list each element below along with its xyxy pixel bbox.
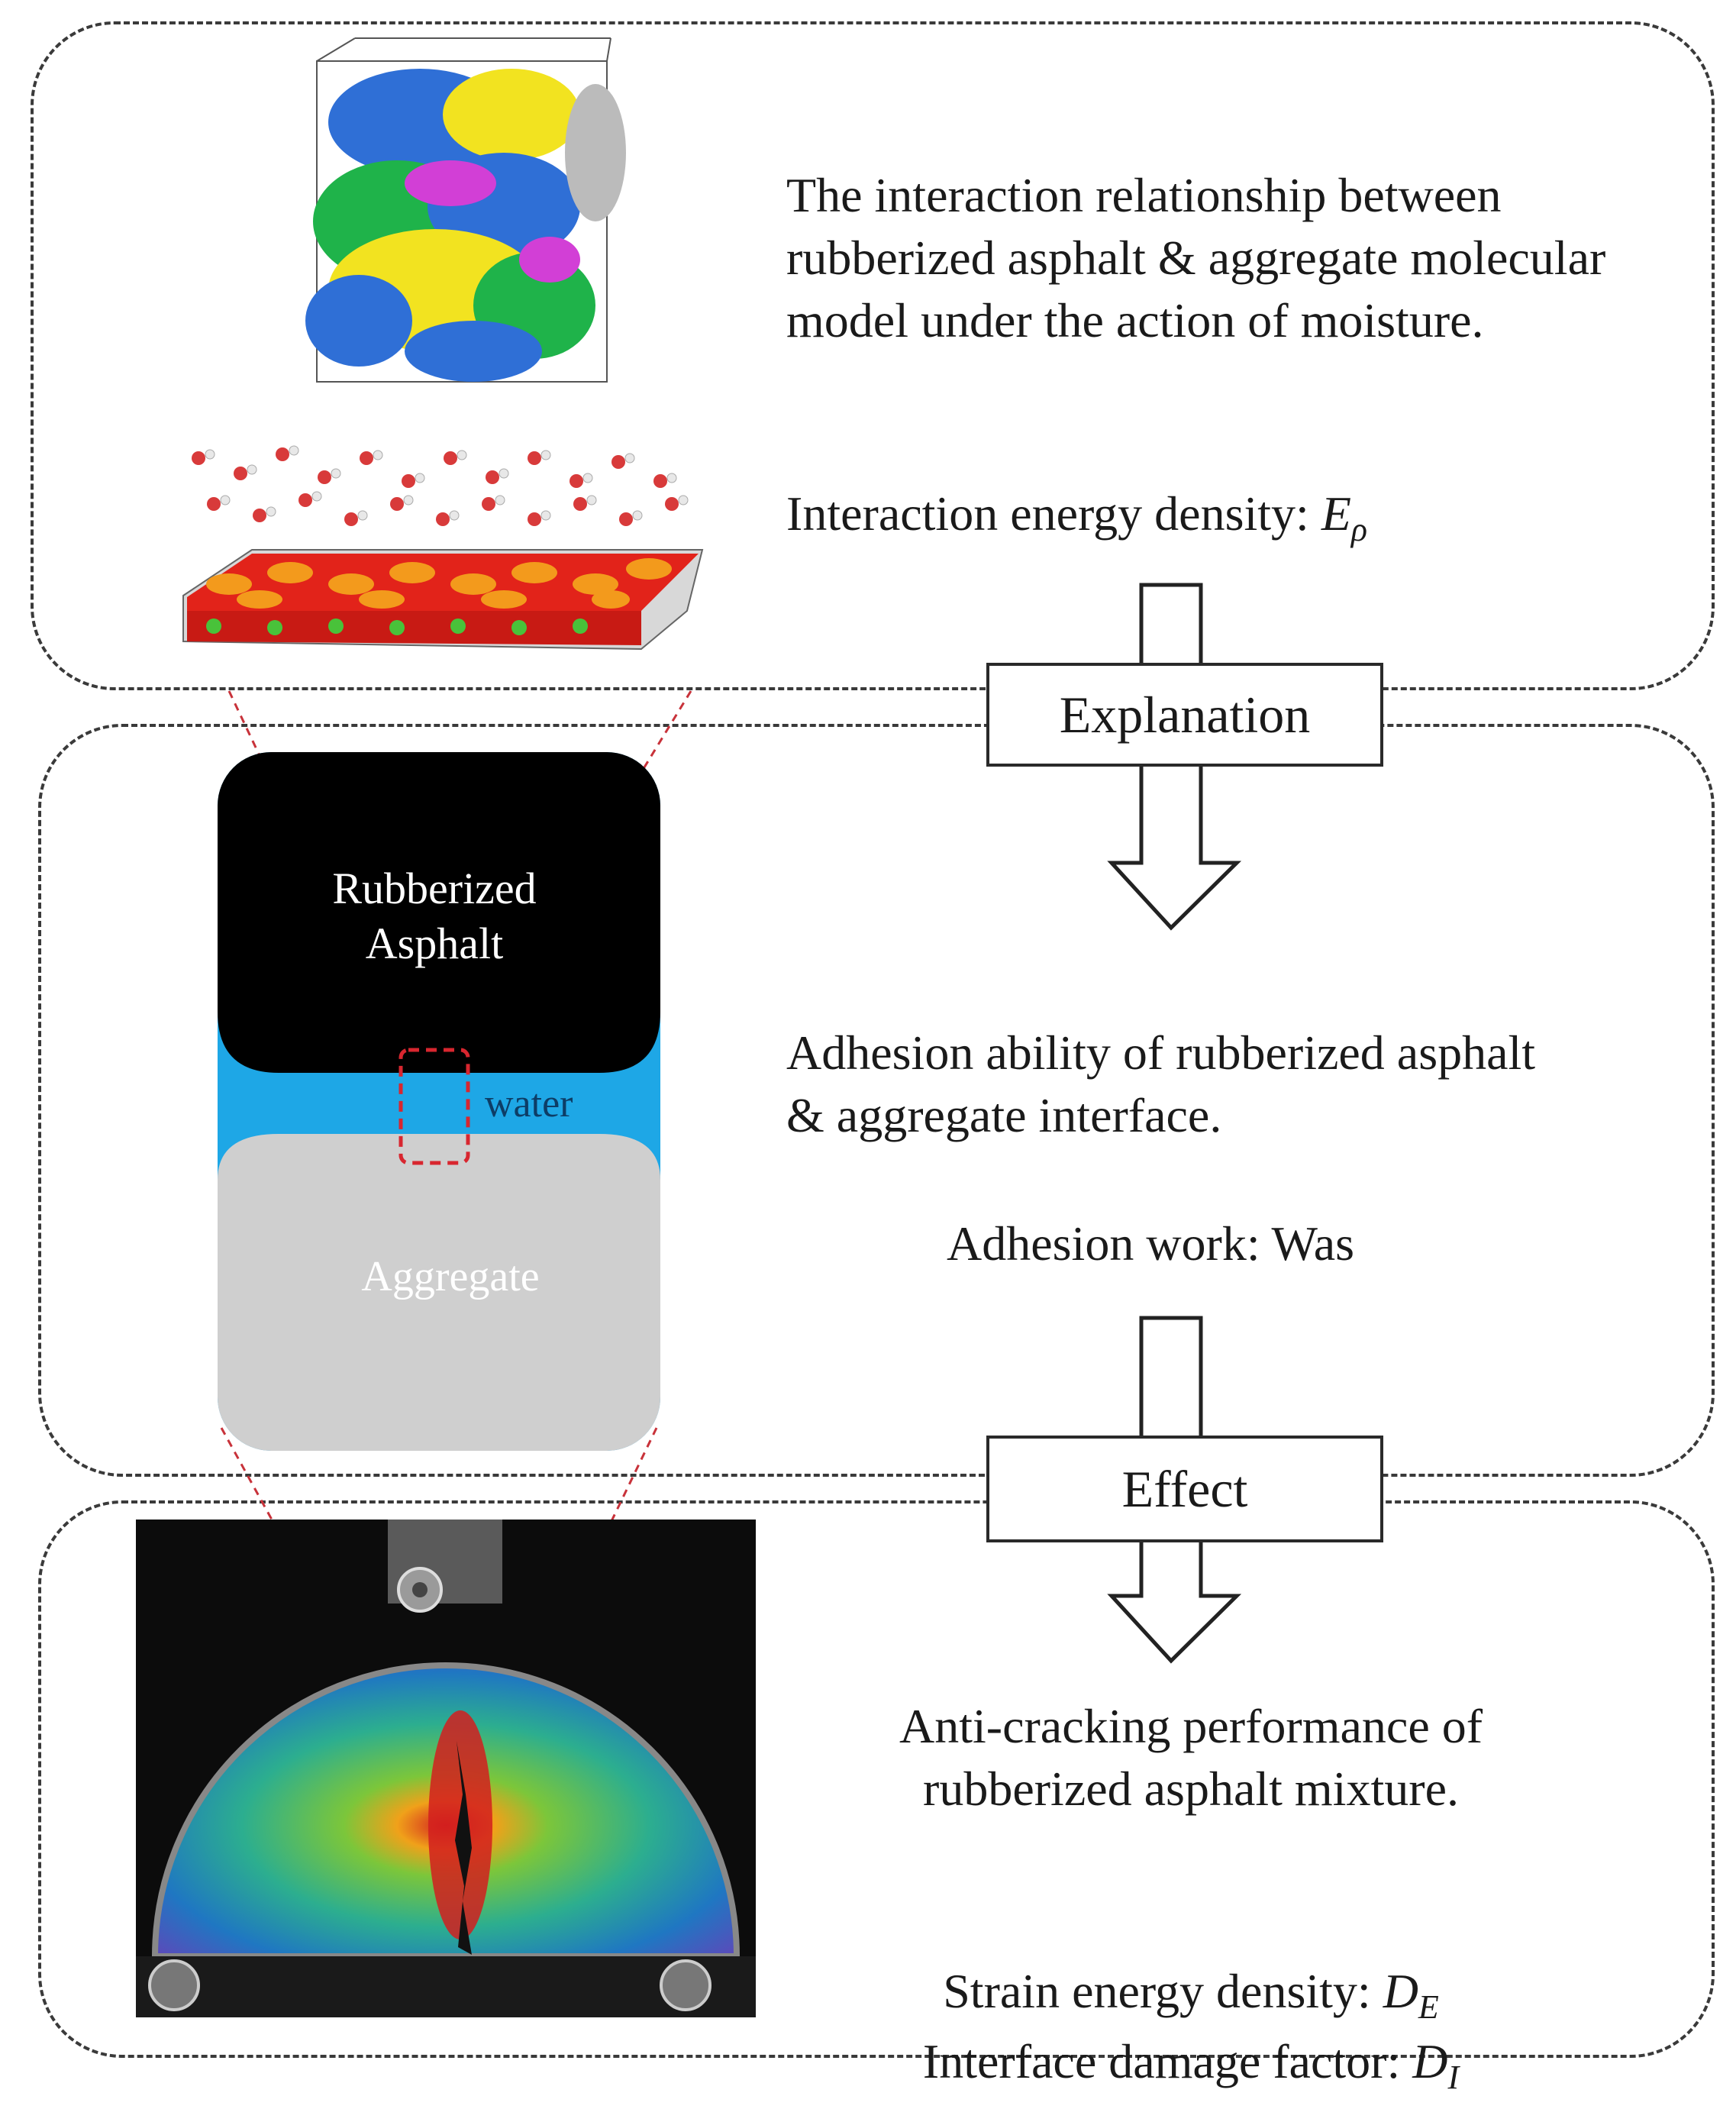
metric-name: Strain energy density:	[943, 1964, 1383, 2018]
aggregate-crystal-slab	[182, 549, 704, 651]
aggregate-label: Aggregate	[361, 1253, 539, 1300]
molecular-panel	[31, 21, 1715, 690]
crack-path	[455, 1741, 472, 1955]
metric-symbol: D	[1412, 2034, 1448, 2088]
adhesion-work-label: Adhesion work: Was	[947, 1216, 1355, 1271]
metric-symbol: D	[1383, 1964, 1418, 2018]
strain-energy-density-label: Strain energy density: DE	[809, 1897, 1573, 2039]
metric-name: Interaction energy density:	[786, 486, 1321, 541]
adhesion-description: Adhesion ability of rubberized asphalt &…	[786, 1025, 1536, 1142]
interface-schematic: Rubberized Asphalt water Aggregate	[218, 752, 660, 1451]
interface-damage-factor-label: Interface damage factor: DI	[809, 1968, 1573, 2109]
molecular-description: The interaction relationship between rub…	[786, 168, 1606, 347]
metric-subscript: I	[1447, 2059, 1460, 2096]
explanation-label: Explanation	[1059, 685, 1311, 744]
anti-cracking-description: Anti-cracking performance of rubberized …	[899, 1699, 1483, 1816]
aggregate-layer	[218, 1134, 660, 1451]
asphalt-label: Rubberized	[332, 864, 536, 913]
asphalt-label-line2: Asphalt	[366, 919, 503, 968]
molecular-model-image	[182, 37, 704, 651]
explanation-label-box: Explanation	[986, 663, 1383, 767]
asphalt-molecule-box	[305, 37, 626, 383]
mixture-panel	[38, 1500, 1715, 2058]
metric-symbol: E	[1321, 486, 1351, 541]
effect-label: Effect	[1121, 1459, 1248, 1518]
effect-label-box: Effect	[986, 1436, 1383, 1542]
interface-panel	[38, 724, 1715, 1477]
asphalt-layer	[218, 752, 660, 1073]
water-molecules	[192, 445, 689, 526]
interaction-energy-density-label: Interaction energy density: Eρ	[786, 420, 1367, 561]
zoom-region-marker	[399, 1048, 470, 1165]
metric-subscript: E	[1418, 1988, 1439, 2026]
scb-test-image	[136, 1520, 756, 2017]
water-label: water	[485, 1082, 573, 1126]
metric-name: Interface damage factor:	[922, 2034, 1413, 2088]
metric-subscript: ρ	[1350, 511, 1368, 548]
